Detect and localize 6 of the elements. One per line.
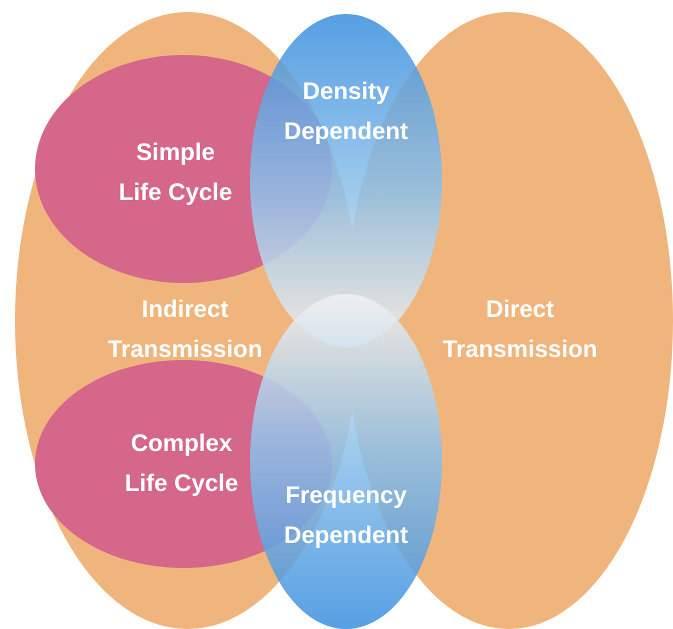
ellipse-label: Simple Life Cycle (118, 138, 234, 208)
ellipse-label: Frequency Dependent (282, 481, 409, 551)
ellipse-label: Direct Transmission (442, 295, 598, 365)
ellipse-label: Indirect Transmission (106, 295, 264, 365)
ellipse-label: Density Dependent (282, 77, 409, 147)
ellipse-label: Complex Life Cycle (124, 429, 240, 499)
